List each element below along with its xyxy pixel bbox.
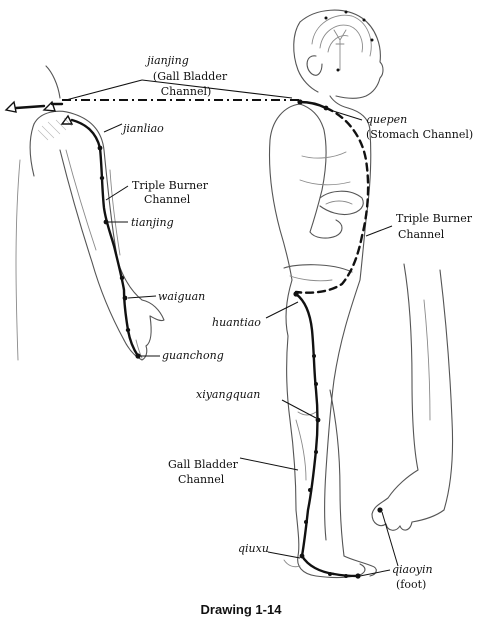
arm-channel (70, 118, 141, 359)
leader-lines (65, 79, 399, 577)
point-huantiao (293, 291, 299, 297)
label-qiaoyin: qiaoyin (392, 563, 433, 576)
label-quepen-channel: (Stomach Channel) (366, 128, 473, 141)
foot-illustration (371, 263, 454, 531)
figure-caption: Drawing 1-14 (201, 602, 283, 617)
point-arm-3 (125, 327, 131, 333)
label-qiaoyin-note: (foot) (396, 578, 426, 591)
point-foot-2 (344, 574, 348, 578)
point-leg-4 (308, 488, 312, 492)
label-qiuxu: qiuxu (238, 542, 269, 555)
label-gall-bladder-1: Gall Bladder (168, 458, 239, 471)
arm-illustration (15, 65, 165, 361)
point-guanchong (135, 353, 141, 359)
label-quepen: quepen (366, 113, 407, 126)
label-gall-bladder-2: Channel (178, 473, 225, 486)
point-qiaoyin (355, 573, 361, 579)
label-jianjing-channel-2: Channel) (161, 85, 212, 98)
point-xiyangquan (315, 417, 321, 423)
head-with-channel-loops (311, 10, 374, 72)
point-jianliao (97, 145, 103, 151)
point-leg-1 (312, 354, 316, 358)
label-jianjing: jianjing (144, 54, 189, 67)
label-guanchong: guanchong (162, 349, 224, 362)
label-triple-burner-arm-2: Channel (144, 193, 191, 206)
label-triple-burner-body-1: Triple Burner (396, 212, 473, 225)
point-arm-2 (119, 275, 125, 281)
point-tianjing (103, 219, 109, 225)
label-xiyangquan: xiyangquan (196, 388, 260, 401)
point-leg-3 (314, 450, 318, 454)
label-jianjing-channel-1: (Gall Bladder (153, 70, 228, 83)
point-arm-1 (99, 175, 105, 181)
triangle-markers (4, 100, 74, 125)
label-huantiao: huantiao (212, 316, 261, 329)
point-leg-5 (304, 520, 308, 524)
point-qiuxu (299, 553, 305, 559)
label-triple-burner-arm-1: Triple Burner (132, 179, 209, 192)
point-waiguan (122, 295, 128, 301)
labels: jianjing (Gall Bladder Channel) jianliao… (120, 54, 473, 591)
label-waiguan: waiguan (158, 290, 205, 303)
standing-figure-illustration (268, 9, 384, 579)
point-foot-1 (328, 572, 332, 576)
label-tianjing: tianjing (131, 216, 174, 229)
point-leg-2 (314, 382, 318, 386)
label-triple-burner-body-2: Channel (398, 228, 445, 241)
label-jianliao: jianliao (120, 122, 164, 135)
point-jianjing (297, 99, 303, 105)
body-channels (293, 99, 370, 579)
point-foot-qiaoyin (377, 507, 383, 513)
